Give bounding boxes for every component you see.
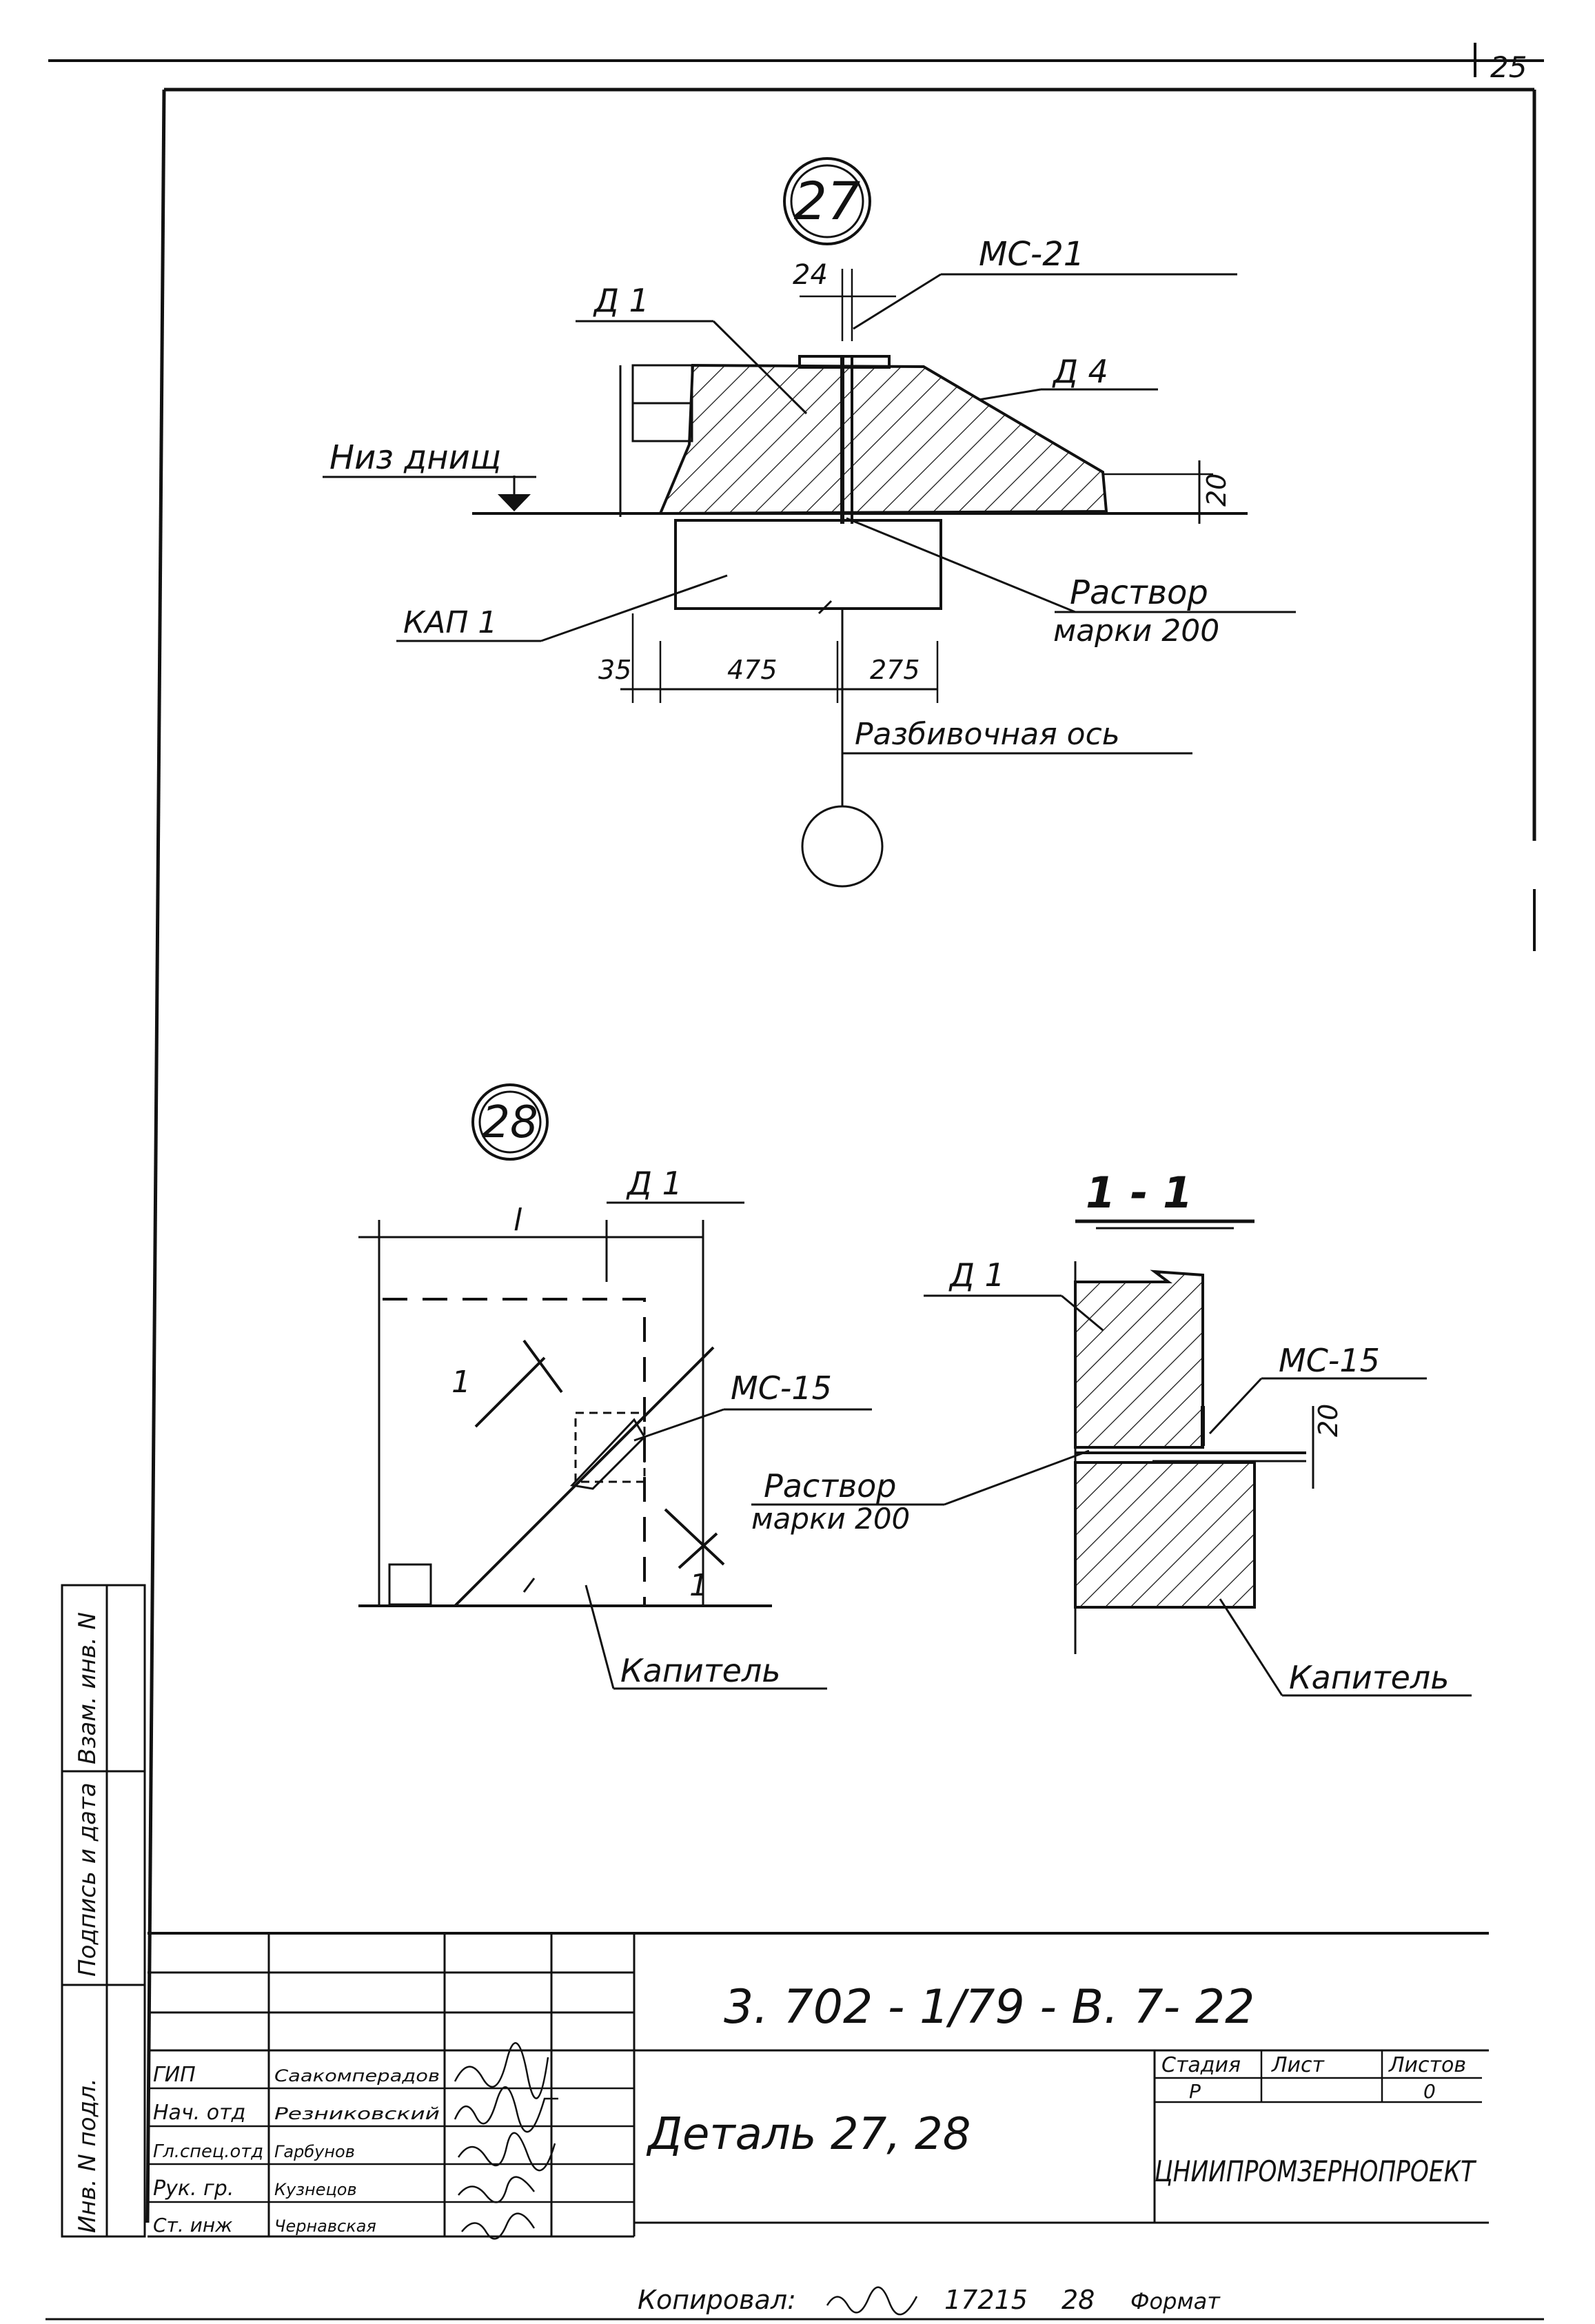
role-0: ГИП: [153, 2063, 196, 2087]
signatures: [454, 2042, 558, 2240]
order-no: 17215: [944, 2285, 1028, 2315]
axis-circle: [801, 805, 884, 888]
stage-value: Р: [1189, 2080, 1201, 2103]
dim-475: 475: [727, 655, 778, 685]
section-title: 1 - 1: [1086, 1168, 1192, 1218]
detail-marker-28-inner: [478, 1090, 542, 1154]
axis-label: Разбивочная ось: [855, 717, 1120, 752]
d1-label: Д 1: [593, 282, 649, 319]
detail-27: 27 Низ днищ МС-21 24 Д 1: [323, 157, 1296, 888]
copier-signature: [826, 2286, 918, 2316]
dim-35: 35: [598, 655, 631, 685]
d4-label: Д 4: [1052, 353, 1108, 390]
dim-24: 24: [793, 259, 828, 291]
name-2: Гарбунов: [274, 2142, 355, 2161]
name-3: Кузнецов: [274, 2180, 357, 2199]
name-4: Чернавская: [274, 2216, 376, 2236]
dim-l: l: [514, 1203, 522, 1238]
capitel-label-11: Капитель: [1289, 1659, 1449, 1696]
page-number: 25: [1490, 50, 1527, 84]
d1-label-28: Д 1: [626, 1165, 682, 1202]
format-label: Формат: [1130, 2288, 1221, 2314]
stage-header: Стадия: [1161, 2053, 1241, 2077]
mortar-label-2: марки 200: [1053, 613, 1219, 649]
detail-marker-27-outer: [783, 157, 871, 245]
sloped-edge: [454, 1346, 715, 1607]
slab-d1-d4: [660, 365, 1106, 513]
column-outline: [383, 1298, 646, 1606]
cut-mark-1b: 1: [689, 1568, 709, 1603]
side-stamp: Инв. N подл. Подпись и дата Взам. инв. N: [61, 1584, 146, 2238]
detail-marker-27: 27: [794, 170, 861, 232]
section-capitel: [1075, 1462, 1254, 1607]
kap1-label: КАП 1: [403, 605, 497, 640]
mortar-label-28-1: Раствор: [764, 1467, 896, 1505]
dim-20: 20: [1201, 473, 1232, 507]
detail-28: 28 l Д 1 1 1 МС-15 Капитель Ра: [358, 1083, 1090, 1690]
capitel-kap1: [674, 519, 942, 610]
detail-marker-27-inner: [790, 164, 864, 238]
ms15-label-11: МС-15: [1279, 1342, 1380, 1379]
role-4: Ст. инж: [153, 2214, 232, 2236]
name-0: Саакомперадов: [274, 2066, 440, 2086]
bottom-label: Низ днищ: [329, 438, 501, 477]
footer: Копировал: 17215 28 Формат: [638, 2285, 1221, 2316]
level-mark: [498, 494, 531, 511]
capitel-label-28: Капитель: [620, 1652, 780, 1689]
sign-date-label: Подпись и дата: [74, 1782, 101, 1977]
section-1-1: 1 - 1 Д 1 МС-15 20 Капитель: [924, 1168, 1472, 1697]
name-1: Резниковский: [274, 2104, 440, 2123]
sheet-header: Лист: [1271, 2053, 1325, 2077]
detail-marker-28-outer: [471, 1083, 549, 1161]
role-2: Гл.спец.отд: [153, 2141, 263, 2162]
title-block: 3. 702 - 1/79 - В. 7- 22 Деталь 27, 28 С…: [148, 1932, 1489, 2240]
doc-title: Деталь 27, 28: [646, 2109, 971, 2160]
copy-no: 28: [1061, 2285, 1095, 2315]
role-1: Нач. отд: [153, 2101, 245, 2125]
sheets-header: Листов: [1388, 2053, 1466, 2077]
org-name: ЦНИИПРОМЗЕРНОПРОЕКТ: [1155, 2154, 1477, 2188]
d1-label-11: Д 1: [948, 1256, 1005, 1294]
inv-orig-label: Инв. N подл.: [74, 2078, 101, 2233]
dim-275: 275: [870, 655, 920, 685]
mortar-label-1: Раствор: [1070, 573, 1208, 612]
doc-code: 3. 702 - 1/79 - В. 7- 22: [724, 1980, 1254, 2035]
sheets-value: 0: [1423, 2080, 1436, 2103]
role-3: Рук. гр.: [153, 2177, 234, 2201]
dim-20-11: 20: [1313, 1404, 1343, 1437]
copied-label: Копировал:: [638, 2285, 796, 2315]
sheet-frame: 25: [45, 43, 1544, 2321]
ms15-label-28: МС-15: [731, 1369, 832, 1407]
inv-repl-label: Взам. инв. N: [74, 1612, 101, 1764]
mortar-label-28-2: марки 200: [751, 1502, 910, 1536]
cut-mark-1a: 1: [451, 1365, 471, 1400]
section-d1: [1075, 1272, 1203, 1447]
detail-marker-28: 28: [482, 1097, 538, 1148]
ms21-label: МС-21: [979, 235, 1084, 274]
